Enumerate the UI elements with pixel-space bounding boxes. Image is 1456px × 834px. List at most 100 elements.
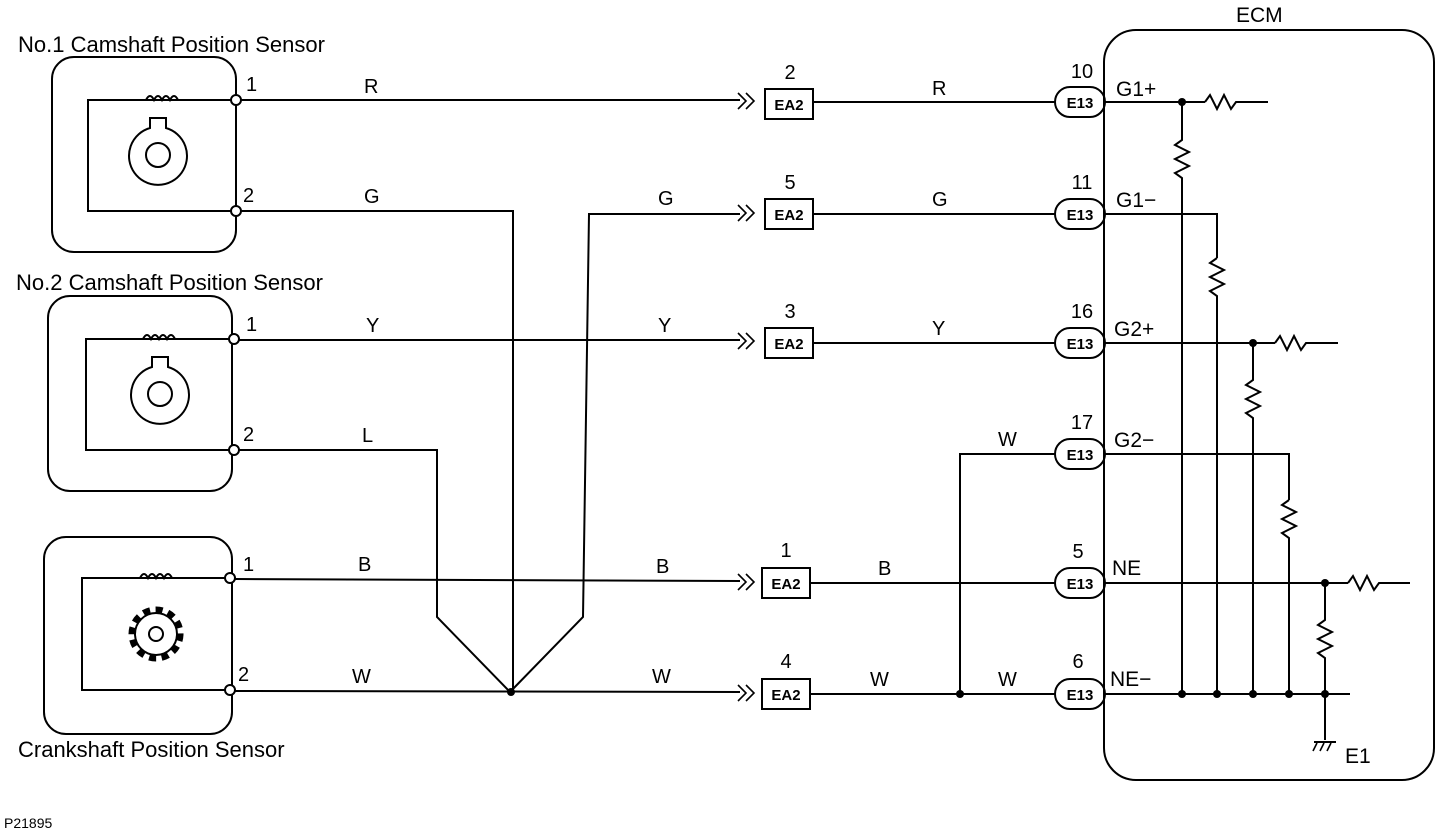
cam2-pin2-label: 2 — [243, 424, 254, 446]
wire-label-g-1: G — [364, 186, 380, 208]
e13-pin-11: 11 — [1072, 172, 1093, 194]
crank-pin1-label: 1 — [243, 554, 254, 576]
ea2-connectors: EA2 2 EA2 5 EA2 3 EA2 1 EA2 4 — [737, 62, 814, 710]
crank-housing — [43, 536, 233, 735]
e13-label: E13 — [1067, 336, 1094, 353]
e13-pin-5: 5 — [1072, 541, 1083, 563]
terminal-ne-minus: NE− — [1110, 668, 1151, 691]
cam2-pin1-label: 1 — [246, 314, 257, 336]
cam1-pin2-label: 2 — [243, 185, 254, 207]
ea2-pin-2: 2 — [784, 62, 795, 84]
wire-label-w-1: W — [352, 666, 371, 688]
ea2-pin-1: 1 — [780, 540, 791, 562]
terminal-g2-minus: G2− — [1114, 429, 1154, 452]
cam2-housing — [47, 295, 233, 492]
ea2-label: EA2 — [771, 576, 800, 593]
e13-label: E13 — [1067, 207, 1094, 224]
internal-wire — [1105, 213, 1218, 258]
e13-connectors: E13 10 E13 11 E13 16 E13 17 E13 5 E13 6 — [1054, 61, 1106, 710]
wire-label-w-5: W — [998, 669, 1017, 691]
ea2-pin-5: 5 — [784, 172, 795, 194]
crank-sensor: 1 2 Crankshaft Position Sensor — [18, 536, 285, 762]
ecm-housing — [1103, 29, 1435, 781]
ecm-title: ECM — [1236, 4, 1283, 27]
resistor-icon — [1207, 257, 1227, 692]
wire-label-g-2: G — [658, 188, 674, 210]
cam1-coil-icon — [145, 95, 179, 103]
cam1-housing — [51, 56, 237, 253]
connector-arrow-icon — [737, 92, 756, 110]
internal-wire — [1105, 453, 1290, 500]
resistor-icon — [1243, 343, 1263, 692]
crank-coil-icon — [139, 573, 173, 581]
connector-arrow-icon — [737, 332, 756, 350]
cam1-sensor: No.1 Camshaft Position Sensor 1 2 — [18, 32, 325, 253]
cam2-rotor-icon — [130, 356, 190, 425]
wire-label-w-2: W — [652, 666, 671, 688]
wire-w-g2-minus — [959, 453, 1056, 694]
resistor-icon — [1172, 102, 1192, 692]
cam2-pin1-node — [228, 333, 240, 345]
cam2-coil-loop — [85, 338, 232, 451]
terminal-g2-plus: G2+ — [1114, 318, 1154, 341]
ea2-box-2 — [764, 88, 814, 120]
e13-pin-17: 17 — [1071, 412, 1093, 434]
ground-icon — [1312, 741, 1336, 752]
crank-pin2-label: 2 — [238, 664, 249, 686]
cam1-pin1-label: 1 — [246, 74, 257, 96]
e13-label: E13 — [1067, 576, 1094, 593]
wire-g-return — [509, 213, 740, 693]
e13-label: E13 — [1067, 687, 1094, 704]
junction-node — [1285, 690, 1293, 698]
ecm-internal-circuit: E1 — [1105, 92, 1410, 768]
resistor-icon — [1204, 92, 1268, 112]
cam1-coil-loop — [87, 99, 236, 212]
shield-splice-node — [507, 688, 515, 696]
gear-icon — [128, 606, 184, 662]
ea2-label: EA2 — [774, 336, 803, 353]
ea2-pin-3: 3 — [784, 301, 795, 323]
wire-label-w-4: W — [998, 429, 1017, 451]
connector-arrow-icon — [737, 684, 756, 702]
ground-label: E1 — [1345, 745, 1371, 768]
cam2-coil-icon — [142, 334, 176, 342]
junction-node — [1249, 690, 1257, 698]
wire-label-g-3: G — [932, 189, 948, 211]
wire-cam1-g-a — [241, 210, 514, 692]
e13-pin-16: 16 — [1071, 301, 1093, 323]
e13-label: E13 — [1067, 447, 1094, 464]
wire-cam2-l — [239, 449, 511, 693]
wire-label-b-1: B — [358, 554, 371, 576]
wire-label-b-3: B — [878, 558, 891, 580]
resistor-icon — [1279, 499, 1299, 692]
wire-label-b-2: B — [656, 556, 669, 578]
wire-crank-b — [234, 578, 741, 582]
wire-label-y-1: Y — [366, 315, 379, 337]
wire-label-r-1: R — [364, 76, 378, 98]
connector-arrow-icon — [737, 573, 756, 591]
wire-label-r-2: R — [932, 78, 946, 100]
crank-pin2-node — [224, 684, 236, 696]
cam1-title: No.1 Camshaft Position Sensor — [18, 32, 325, 57]
terminal-g1-minus: G1− — [1116, 189, 1156, 212]
wire-label-w-3: W — [870, 669, 889, 691]
ea2-label: EA2 — [771, 687, 800, 704]
cam2-title: No.2 Camshaft Position Sensor — [16, 270, 323, 295]
terminal-g1-plus: G1+ — [1116, 78, 1156, 101]
junction-node — [1178, 690, 1186, 698]
cam2-sensor: No.2 Camshaft Position Sensor 1 2 — [16, 270, 323, 492]
ea2-label: EA2 — [774, 97, 803, 114]
wire-crank-w — [234, 690, 741, 693]
cam1-pin2-node — [230, 205, 242, 217]
cam1-rotor-icon — [128, 117, 188, 186]
ea2-pin-4: 4 — [780, 651, 791, 673]
junction-node — [1213, 690, 1221, 698]
sensor-side-wires: R G Y Y L G B B W W — [234, 76, 741, 696]
crank-title: Crankshaft Position Sensor — [18, 737, 285, 762]
resistor-icon — [1347, 573, 1410, 593]
e13-label: E13 — [1067, 95, 1094, 112]
e13-pin-6: 6 — [1072, 651, 1083, 673]
cam1-pin1-node — [230, 94, 242, 106]
ecm-terminals: G1+ G1− G2+ G2− NE NE− — [1110, 78, 1156, 691]
crank-pin1-node — [224, 572, 236, 584]
